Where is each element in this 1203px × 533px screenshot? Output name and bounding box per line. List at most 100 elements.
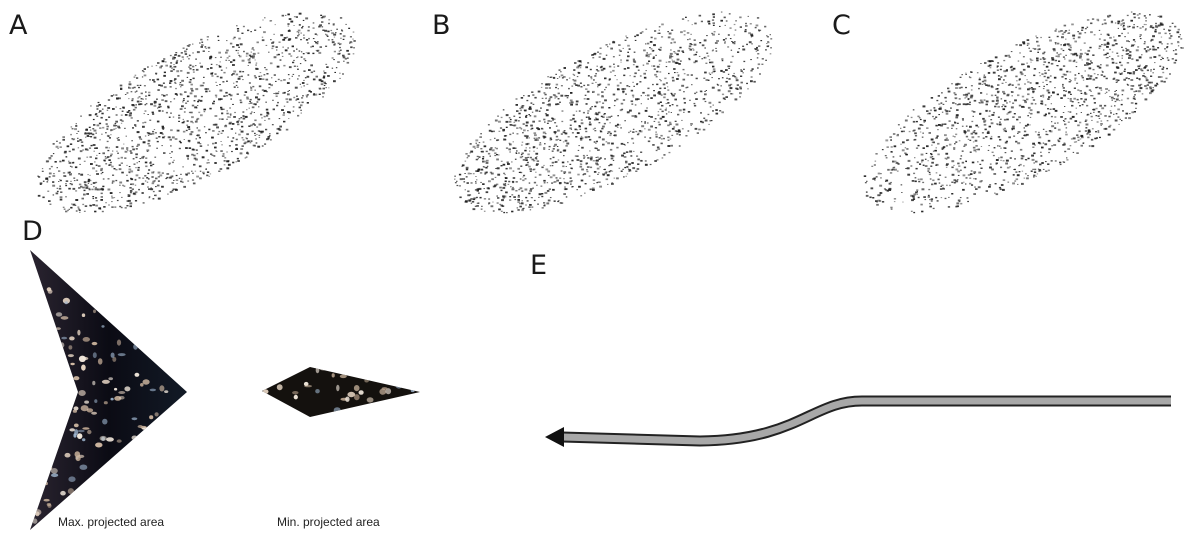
school-dot bbox=[911, 117, 913, 118]
school-dot bbox=[60, 199, 63, 201]
school-dot bbox=[654, 160, 657, 162]
school-dot bbox=[911, 211, 913, 212]
school-dot bbox=[607, 174, 610, 176]
school-dot bbox=[1017, 133, 1019, 134]
school-dot bbox=[512, 182, 514, 183]
school-dot bbox=[1121, 65, 1123, 67]
school-dot bbox=[672, 80, 675, 82]
school-dot bbox=[516, 153, 518, 154]
school-dot bbox=[957, 123, 959, 124]
school-dot bbox=[226, 95, 228, 96]
school-dot bbox=[154, 129, 155, 130]
school-dot bbox=[668, 112, 669, 113]
school-dot bbox=[82, 187, 85, 189]
school-dot bbox=[1004, 171, 1007, 173]
school-dot bbox=[1018, 84, 1020, 86]
school-dot bbox=[624, 68, 626, 70]
school-dot bbox=[986, 111, 987, 112]
school-dot bbox=[761, 64, 763, 65]
school-dot bbox=[654, 68, 656, 70]
school-dot bbox=[125, 207, 127, 209]
speckle bbox=[32, 318, 37, 321]
school-dot bbox=[652, 144, 655, 146]
school-dot bbox=[306, 96, 308, 97]
school-dot bbox=[1157, 47, 1159, 48]
school-dot bbox=[648, 141, 650, 143]
speckle bbox=[176, 450, 183, 455]
school-dot bbox=[226, 50, 229, 52]
school-dot bbox=[766, 43, 767, 44]
school-dot bbox=[1037, 49, 1039, 51]
school-dot bbox=[1147, 84, 1149, 86]
school-dot bbox=[669, 122, 671, 124]
school-dot bbox=[1039, 143, 1041, 145]
school-dot bbox=[69, 174, 72, 176]
school-dot bbox=[996, 123, 998, 124]
school-dot bbox=[1027, 124, 1029, 125]
school-dot bbox=[1172, 23, 1174, 24]
school-dot bbox=[1055, 60, 1057, 62]
school-dot bbox=[526, 122, 529, 124]
school-dot bbox=[147, 66, 149, 67]
school-dot bbox=[617, 65, 619, 66]
school-dot bbox=[297, 35, 299, 36]
school-dot bbox=[475, 170, 477, 172]
school-dot bbox=[517, 168, 520, 170]
school-dot bbox=[1089, 134, 1091, 135]
school-dot bbox=[721, 12, 723, 13]
school-dot bbox=[625, 94, 627, 95]
speckle bbox=[46, 455, 53, 461]
school-dot bbox=[1139, 56, 1142, 58]
school-dot bbox=[122, 185, 124, 186]
school-dot bbox=[484, 167, 486, 168]
school-dot bbox=[557, 150, 559, 151]
school-dot bbox=[141, 93, 143, 95]
school-dot bbox=[581, 136, 583, 137]
school-dot bbox=[517, 209, 519, 211]
school-dot bbox=[330, 30, 332, 31]
school-dot bbox=[193, 71, 195, 72]
school-dot bbox=[587, 67, 588, 68]
school-dot bbox=[653, 90, 655, 91]
school-dot bbox=[237, 93, 239, 95]
school-dot bbox=[1161, 76, 1163, 77]
school-dot bbox=[266, 138, 269, 140]
school-dot bbox=[336, 29, 338, 30]
school-dot bbox=[173, 160, 175, 161]
school-dot bbox=[1081, 30, 1083, 32]
school-dot bbox=[1006, 160, 1009, 162]
school-dot bbox=[554, 162, 556, 163]
school-dot bbox=[65, 185, 67, 186]
speckle bbox=[104, 401, 108, 404]
school-dot bbox=[115, 94, 117, 96]
school-dot bbox=[594, 53, 597, 55]
school-dot bbox=[293, 97, 295, 98]
school-dot bbox=[1097, 74, 1099, 75]
school-dot bbox=[915, 135, 917, 137]
school-dot bbox=[87, 135, 89, 137]
school-dot bbox=[1072, 35, 1075, 37]
school-dot bbox=[971, 184, 973, 186]
school-dot bbox=[146, 149, 149, 151]
school-dot bbox=[502, 129, 505, 131]
school-dot bbox=[162, 110, 164, 111]
school-dot bbox=[1115, 101, 1117, 102]
school-dot bbox=[1036, 60, 1038, 62]
school-dot bbox=[1017, 94, 1019, 96]
school-dot bbox=[650, 41, 653, 43]
school-dot bbox=[183, 48, 185, 49]
school-dot bbox=[575, 136, 577, 138]
school-dot bbox=[90, 136, 92, 137]
school-dot bbox=[170, 55, 172, 56]
school-dot bbox=[635, 40, 637, 41]
speckle bbox=[32, 518, 37, 523]
school-dot bbox=[1121, 100, 1122, 101]
school-dot bbox=[118, 158, 120, 159]
school-dot bbox=[592, 189, 595, 191]
school-dot bbox=[1006, 102, 1008, 103]
school-dot bbox=[596, 119, 599, 121]
speckle bbox=[133, 344, 138, 350]
school-dot bbox=[52, 185, 55, 187]
school-dot bbox=[226, 113, 228, 115]
speckle bbox=[127, 249, 135, 251]
